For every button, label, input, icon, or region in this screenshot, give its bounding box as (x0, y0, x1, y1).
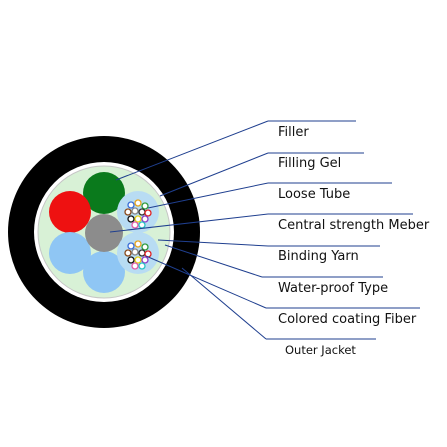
leader-loose-tube (147, 182, 269, 209)
leader-colored-fiber (145, 255, 267, 309)
fiber-bundle-upper (124, 199, 152, 229)
leader-outer-jacket (181, 267, 267, 340)
central-strength-member (85, 214, 123, 252)
cable-cross-section (8, 136, 200, 328)
label-colored-coating-fiber: Colored coating Fiber (278, 312, 417, 327)
fiber-bundle-lower (124, 240, 152, 270)
loose-tube-upper (117, 191, 159, 233)
loose-tube-lower (117, 232, 159, 274)
leader-central-member (109, 213, 269, 233)
filler-red (49, 191, 91, 233)
filler-green (83, 172, 125, 214)
filler-blue-left (49, 232, 91, 274)
label-loose-tube: Loose Tube (278, 187, 350, 202)
label-binding-yarn: Binding Yarn (278, 249, 359, 264)
label-filling-gel: Filling Gel (278, 156, 341, 171)
filler-blue-bottom (83, 251, 125, 293)
leader-binding-yarn (157, 239, 269, 247)
label-central-strength-member: Central strength Meber (278, 218, 430, 233)
callout-labels: Filler Filling Gel Loose Tube Central st… (278, 125, 430, 357)
label-water-proof-type: Water-proof Type (278, 281, 388, 296)
leader-water-proof (164, 244, 263, 278)
leader-filling-gel (159, 152, 269, 197)
leader-lines (109, 120, 420, 340)
label-filler: Filler (278, 125, 309, 140)
label-outer-jacket: Outer Jacket (285, 343, 356, 357)
leader-filler (115, 120, 269, 181)
